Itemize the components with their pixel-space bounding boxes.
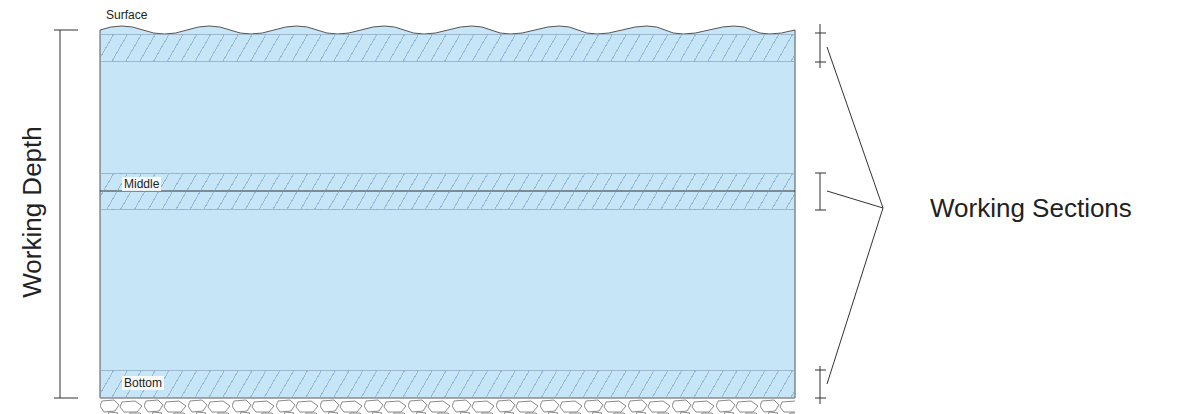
water-body xyxy=(100,26,795,398)
section-label: Bottom xyxy=(122,376,164,390)
working-section-band: Middle xyxy=(100,173,795,210)
gravel-bed xyxy=(100,399,795,414)
leader-lines xyxy=(827,47,883,384)
working-section-band: Bottom xyxy=(100,370,795,398)
sections-label: Working Sections xyxy=(930,193,1132,223)
working-section-band: Surface xyxy=(100,34,795,62)
depth-bracket xyxy=(54,30,78,398)
depth-label: Working Depth xyxy=(17,126,47,298)
section-label: Surface xyxy=(104,8,149,22)
section-label: Middle xyxy=(122,177,161,191)
section-marks xyxy=(815,24,826,404)
